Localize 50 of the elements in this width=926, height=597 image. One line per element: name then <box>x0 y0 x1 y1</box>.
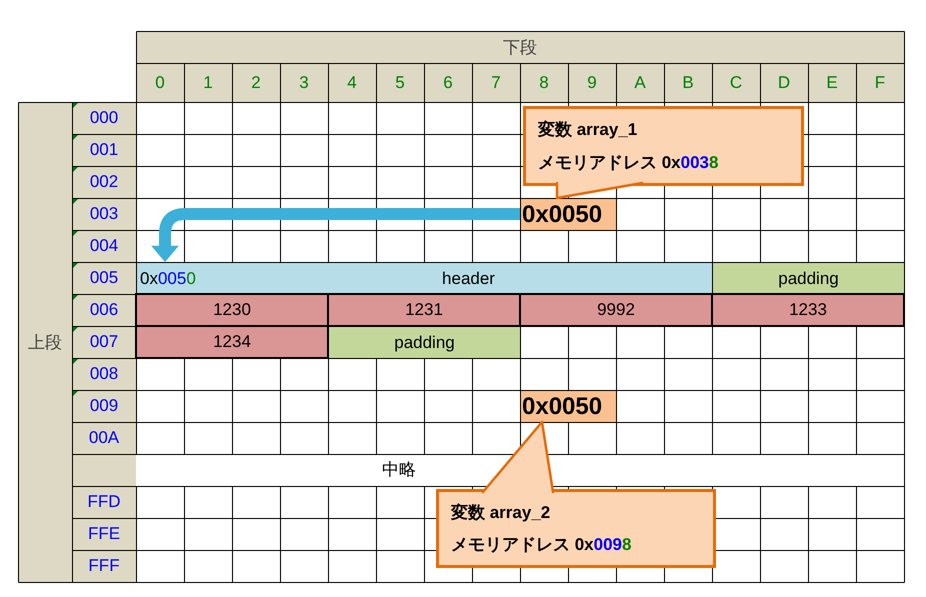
element-block: 9992 <box>519 293 713 327</box>
row-group-header: 上段 <box>18 102 72 582</box>
element-block: 1234 <box>135 325 329 359</box>
column-header: 5 <box>376 63 424 102</box>
column-header: 2 <box>232 63 280 102</box>
column-header: C <box>712 63 760 102</box>
row-header: FFE <box>72 518 136 550</box>
column-header: 8 <box>520 63 568 102</box>
column-header: 1 <box>184 63 232 102</box>
variable-name: 変数 array_2 <box>451 502 550 524</box>
variable-name: 変数 array_1 <box>538 119 638 142</box>
element-block: 1230 <box>135 293 329 327</box>
row-header: 006 <box>72 294 136 326</box>
column-header: 4 <box>328 63 376 102</box>
row-header: 001 <box>72 134 136 166</box>
row-header: 002 <box>72 166 136 198</box>
row-header: 000 <box>72 102 136 134</box>
column-header: 9 <box>568 63 616 102</box>
row-header: 004 <box>72 230 136 262</box>
memory-address: メモリアドレス 0x0098 <box>451 534 632 556</box>
pointer-value: 0x0050 <box>521 391 616 422</box>
field-name: header <box>442 268 495 288</box>
arrow <box>151 208 520 262</box>
address-text: 0x0050 <box>140 268 196 288</box>
row-header: 009 <box>72 390 136 422</box>
column-header: A <box>616 63 664 102</box>
padding-block: padding <box>328 326 521 359</box>
pointer-value: 0x0050 <box>521 199 616 230</box>
column-header: 7 <box>472 63 520 102</box>
row-header: 005 <box>72 262 136 294</box>
row-header: FFD <box>72 486 136 518</box>
column-header: D <box>760 63 808 102</box>
padding-block: padding <box>712 262 905 295</box>
column-header: 3 <box>280 63 328 102</box>
row-header: FFF <box>72 550 136 582</box>
column-header: E <box>808 63 856 102</box>
column-header: F <box>856 63 904 102</box>
row-header: 008 <box>72 358 136 390</box>
column-header: 0 <box>136 63 184 102</box>
element-block: 1231 <box>327 293 521 327</box>
row-header: 003 <box>72 198 136 230</box>
row-header: 007 <box>72 326 136 358</box>
element-block: 1233 <box>711 293 905 327</box>
row-header: 00A <box>72 422 136 454</box>
memory-address: メモリアドレス 0x0038 <box>538 152 718 174</box>
column-header: 6 <box>424 63 472 102</box>
column-header: B <box>664 63 712 102</box>
omission-note: 中略 <box>382 459 416 481</box>
column-group-header: 下段 <box>136 31 904 63</box>
header-band <box>136 262 713 295</box>
